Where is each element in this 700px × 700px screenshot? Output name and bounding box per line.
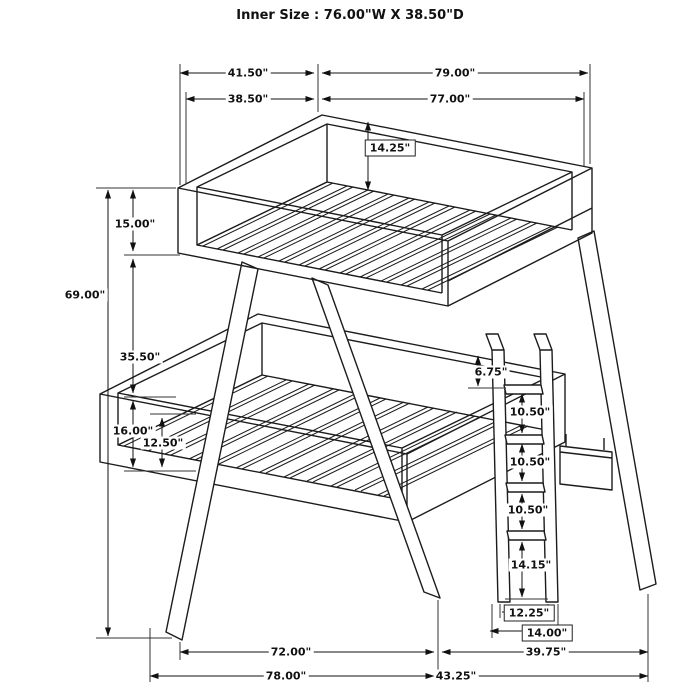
dim-ladder-top-gap: 6.75" — [472, 365, 510, 379]
right-leg — [577, 230, 657, 591]
extension-lines — [96, 64, 649, 682]
dim-bottom-outer-depth: 43.25" — [433, 669, 479, 683]
dim-top-outer-length: 79.00" — [432, 66, 478, 80]
dim-bottom-outer-length: 78.00" — [263, 669, 309, 683]
dim-ladder-bottom-gap: 14.15" — [508, 558, 554, 572]
dim-overall-height: 69.00" — [62, 288, 108, 302]
dim-rung-spacing-3: 10.50" — [505, 503, 551, 517]
dim-bottom-depth: 39.75" — [523, 645, 569, 659]
diagram-title: Inner Size : 76.00"W X 38.50"D — [236, 8, 464, 23]
dim-bottom-inner-length: 72.00" — [268, 645, 314, 659]
dim-top-inner-length: 77.00" — [427, 92, 473, 106]
side-shelf — [559, 434, 613, 491]
dim-ladder-outer-width: 14.00" — [521, 624, 573, 642]
ladder-rung-3 — [505, 482, 546, 493]
dim-rung-spacing-1: 10.50" — [507, 405, 553, 419]
front-left-leg — [165, 261, 259, 641]
dim-guard-rail-inner: 14.25" — [364, 139, 416, 157]
front-middle-leg — [311, 277, 441, 599]
dim-top-inner-depth: 38.50" — [225, 92, 271, 106]
dim-rung-spacing-2: 10.50" — [507, 455, 553, 469]
ladder-rung-1 — [503, 384, 544, 395]
dim-bunk-spacing: 35.50" — [117, 350, 163, 364]
dim-top-outer-depth: 41.50" — [225, 66, 271, 80]
dim-lower-rail-inner: 12.50" — [140, 436, 186, 450]
bed-legs — [165, 230, 657, 641]
ladder-rung-4 — [506, 530, 547, 541]
top-bunk — [177, 114, 593, 307]
ladder-rung-2 — [504, 434, 545, 445]
dim-ladder-inner-width: 12.25" — [503, 604, 555, 622]
ladder-left-rail — [491, 349, 511, 603]
dim-lower-rail-height: 16.00" — [110, 424, 156, 438]
dim-guard-rail-height: 15.00" — [112, 217, 158, 231]
top-bunk-slats — [196, 181, 559, 291]
